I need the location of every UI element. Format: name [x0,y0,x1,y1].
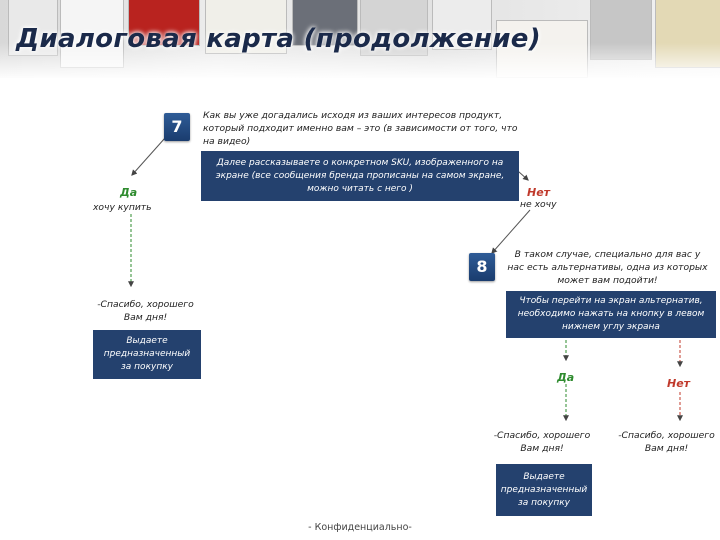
step-number-badge: 7 [164,113,190,141]
yes-sublabel: хочу купить [93,202,152,213]
step8-no-thanks: -Спасибо, хорошего Вам дня! [618,430,715,454]
step8-text: В таком случае, специально для вас у нас… [507,249,708,286]
step8-yes-label: Да [557,371,575,384]
yes-label: Да [120,186,138,199]
no-label: Нет [527,186,551,199]
step8-yes-thanks: -Спасибо, хорошего Вам дня! [493,430,591,454]
step7-action-box: Далее рассказываете о конкретном SKU, из… [201,151,519,201]
step8-yes-action-box: Выдаете предназначенный за покупку [496,464,592,516]
step-number-badge: 8 [469,253,495,281]
left-action-box: Выдаете предназначенный за покупку [93,330,201,379]
footer-confidential: - Конфиденциально- [308,522,412,533]
no-sublabel: не хочу [520,199,557,210]
page-title: Диалоговая карта (продолжение) [16,24,541,54]
connector-no-8 [491,209,531,254]
step7-question: Как вы уже догадались исходя из ваших ин… [203,110,518,147]
banner-fade [0,0,720,78]
connector-7-yes [131,137,166,176]
header-banner [0,0,720,78]
step8-no-label: Нет [667,377,691,390]
step8-action-box: Чтобы перейти на экран альтернатив, необ… [506,291,716,338]
left-thanks-text: -Спасибо, хорошего Вам дня! [97,299,194,323]
